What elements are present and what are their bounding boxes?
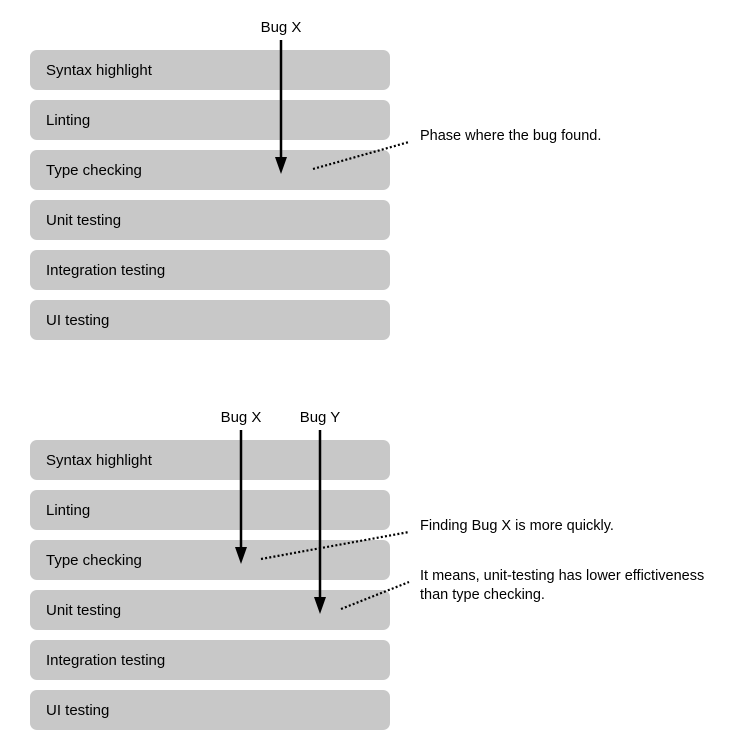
note-unit-testing-effectiveness: It means, unit-testing has lower efficti… — [420, 567, 704, 605]
note-line-1: It means, unit-testing has lower efficti… — [420, 568, 705, 584]
phase-label: UI testing — [46, 311, 110, 329]
phase-integration-testing: Integration testing — [30, 250, 390, 290]
phase-label: Syntax highlight — [46, 61, 152, 79]
bug-x-label: Bug X — [260, 19, 302, 36]
phase-ui-testing: UI testing — [30, 300, 390, 340]
phase-type-checking: Type checking — [30, 150, 390, 190]
phase-integration-testing: Integration testing — [30, 640, 390, 680]
phase-linting: Linting — [30, 100, 390, 140]
phase-ui-testing: UI testing — [30, 690, 390, 730]
phase-syntax-highlight: Syntax highlight — [30, 440, 390, 480]
bug-x-label: Bug X — [220, 409, 262, 426]
diagram-bug-x: Syntax highlight Linting Type checking U… — [0, 0, 750, 360]
phase-label: UI testing — [46, 701, 110, 719]
note-line-2: than type checking. — [420, 587, 545, 603]
phase-syntax-highlight: Syntax highlight — [30, 50, 390, 90]
note-phase-found: Phase where the bug found. — [420, 128, 602, 144]
note-bug-x-quicker: Finding Bug X is more quickly. — [420, 518, 614, 534]
phase-label: Integration testing — [46, 261, 166, 279]
phase-label: Linting — [46, 111, 91, 129]
phase-label: Syntax highlight — [46, 451, 152, 469]
phase-label: Unit testing — [46, 601, 122, 619]
bug-y-label: Bug Y — [299, 409, 341, 426]
phase-label: Linting — [46, 501, 91, 519]
phase-label: Type checking — [46, 551, 142, 569]
phase-label: Unit testing — [46, 211, 122, 229]
phase-label: Type checking — [46, 161, 142, 179]
phase-unit-testing: Unit testing — [30, 200, 390, 240]
phase-linting: Linting — [30, 490, 390, 530]
phase-label: Integration testing — [46, 651, 166, 669]
diagram-bug-x-y: Syntax highlight Linting Type checking U… — [0, 390, 750, 750]
phase-type-checking: Type checking — [30, 540, 390, 580]
phase-unit-testing: Unit testing — [30, 590, 390, 630]
